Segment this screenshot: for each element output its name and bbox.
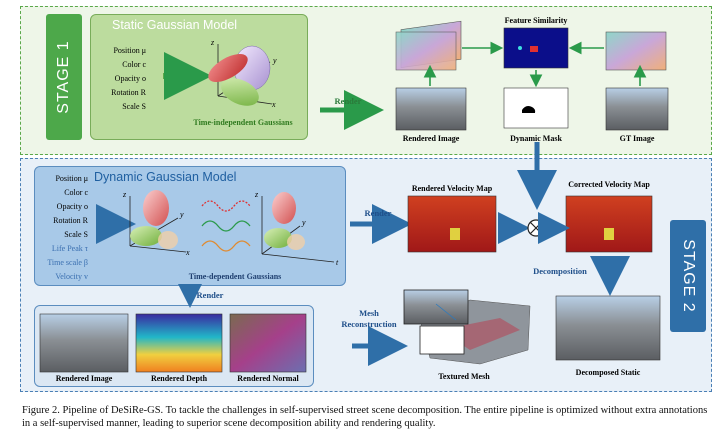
dynamic-gaussian-orange <box>158 231 178 249</box>
dynamic-mask <box>503 87 569 129</box>
mesh-reconstruction-line: Reconstruction <box>341 319 397 329</box>
rendered-image-stage2 <box>39 313 129 373</box>
rendered-image-stage1 <box>395 87 467 131</box>
gt-image <box>605 87 669 131</box>
axis-z: z <box>255 190 259 199</box>
dynamic-param: Color c <box>64 188 88 197</box>
corrected-velocity-map-label: Corrected Velocity Map <box>568 180 650 189</box>
mask-blob <box>522 106 536 113</box>
dynamic-gaussian-model-box <box>34 166 346 286</box>
dynamic-extra-param: Velocity v <box>55 272 88 281</box>
dynamic-gaussian-orange-t <box>287 234 305 250</box>
similarity-blob <box>518 46 522 50</box>
rendered-normal-label: Rendered Normal <box>237 374 299 383</box>
dynamic-param: Position μ <box>55 174 88 183</box>
temporal-waves <box>201 200 251 252</box>
dynamic-extra-param: Life Peak τ <box>51 244 88 253</box>
dynamic-model-title: Dynamic Gaussian Model <box>94 170 237 184</box>
feature-similarity-label: Feature Similarity <box>504 16 568 25</box>
velocity-hotspot <box>604 228 614 240</box>
dynamic-param: Scale S <box>64 230 88 239</box>
dynamic-gaussian-red <box>143 190 169 226</box>
static-gaussian-green <box>221 78 259 106</box>
static-param: Color c <box>122 60 146 69</box>
rendered-velocity-map-label: Rendered Velocity Map <box>411 184 493 193</box>
static-gaussian-red <box>208 54 248 82</box>
render-label-down: Render <box>196 290 224 300</box>
static-model-subtitle: Time-independent Gaussians <box>193 118 293 127</box>
dynamic-gaussian-green-t <box>264 228 292 248</box>
feature-map-right <box>605 31 667 71</box>
rendered-velocity-map <box>407 195 497 253</box>
render-label-stage1: Render <box>334 96 362 106</box>
rendered-depth-image <box>135 313 223 373</box>
dynamic-extra-param: Time scale β <box>47 258 88 267</box>
dynamic-param-list: Position μ Color c Opacity o Rotation R … <box>40 172 88 284</box>
velocity-hotspot <box>450 228 460 240</box>
rendered-depth-label: Rendered Depth <box>150 374 208 383</box>
render-label-stage2: Render <box>364 208 392 218</box>
similarity-blob <box>530 46 538 52</box>
mesh-reconstruction-label: Mesh Reconstruction <box>334 308 404 330</box>
rendered-normal-image <box>229 313 307 373</box>
axis-z: z <box>123 190 127 199</box>
dynamic-param: Opacity o <box>56 202 88 211</box>
axis-y: y <box>273 56 277 65</box>
feature-map-left <box>395 20 462 71</box>
textured-mesh <box>403 289 531 365</box>
dynamic-model-subtitle: Time-dependent Gaussians <box>188 272 282 281</box>
rendered-image-label-stage1: Rendered Image <box>402 134 460 143</box>
static-param: Scale S <box>122 102 146 111</box>
gt-image-label: GT Image <box>619 134 655 143</box>
axis-y: y <box>180 210 184 219</box>
figure-caption: Figure 2. Pipeline of DeSiRe-GS. To tack… <box>22 405 708 429</box>
axis-x: x <box>272 100 276 109</box>
static-param: Position μ <box>113 46 146 55</box>
dynamic-mask-label: Dynamic Mask <box>510 134 562 143</box>
decomposition-label: Decomposition <box>533 266 587 276</box>
rendered-image-label-stage2: Rendered Image <box>55 374 113 383</box>
stage2-tag: STAGE 2 <box>670 220 706 332</box>
stage1-connectors <box>423 41 647 88</box>
axis-y: y <box>302 218 306 227</box>
dynamic-gaussian-red-t <box>272 192 296 224</box>
decomposed-static-label: Decomposed Static <box>575 368 641 377</box>
axis-x: x <box>186 248 190 257</box>
static-param: Opacity o <box>114 74 146 83</box>
axis-t: t <box>336 258 339 267</box>
stage1-tag: STAGE 1 <box>46 14 82 140</box>
dynamic-gaussian-green <box>130 226 162 246</box>
dynamic-param: Rotation R <box>53 216 88 225</box>
static-model-title: Static Gaussian Model <box>112 18 238 32</box>
axis-z: z <box>211 38 215 47</box>
static-param: Rotation R <box>111 88 146 97</box>
textured-mesh-label: Textured Mesh <box>438 372 490 381</box>
static-param-list: Position μ Color c Opacity o Rotation R … <box>100 44 146 114</box>
mesh-reconstruction-line: Mesh <box>359 308 379 318</box>
corrected-velocity-map <box>565 195 653 253</box>
decomposed-static-image <box>555 295 661 361</box>
